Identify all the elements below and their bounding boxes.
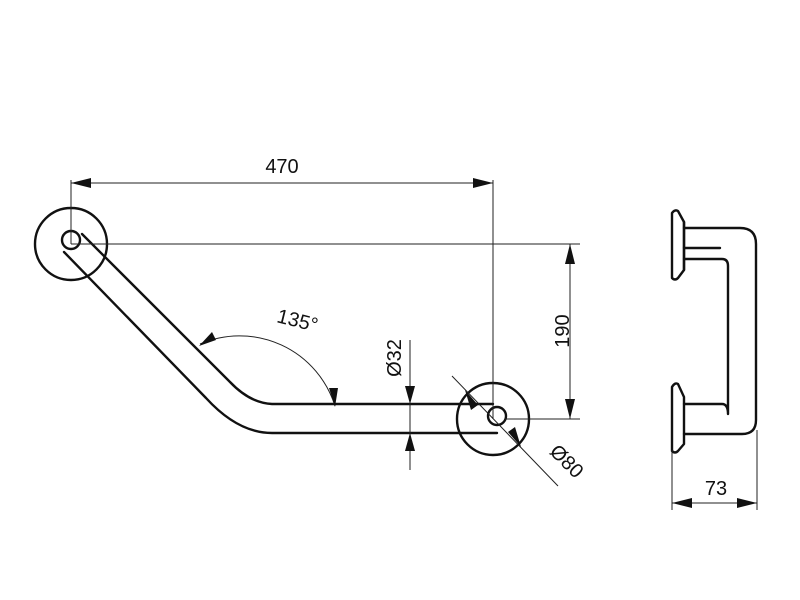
dimension-470-label: 470 <box>265 156 298 178</box>
side-upper-flange <box>670 209 686 281</box>
dimension-73-label: 73 <box>705 478 727 500</box>
dimension-d80: Ø80 <box>451 375 587 487</box>
dimension-d32: Ø32 <box>384 339 415 470</box>
angle-135-label: 135° <box>275 306 320 337</box>
side-view: 73 <box>670 209 758 510</box>
dimension-73: 73 <box>671 430 758 510</box>
side-tube <box>682 226 758 436</box>
dimension-d80-label: Ø80 <box>545 441 587 483</box>
angle-135: 135° <box>199 306 338 407</box>
dimension-190: 190 <box>552 244 575 419</box>
side-lower-flange <box>670 382 686 454</box>
grab-bar-tube <box>62 232 499 435</box>
dimension-470: 470 <box>71 156 493 188</box>
front-view: 470 190 135° Ø32 Ø80 <box>33 156 587 487</box>
extension-lines <box>70 180 580 420</box>
dimension-190-label: 190 <box>552 314 574 347</box>
dimension-d32-label: Ø32 <box>384 339 406 377</box>
